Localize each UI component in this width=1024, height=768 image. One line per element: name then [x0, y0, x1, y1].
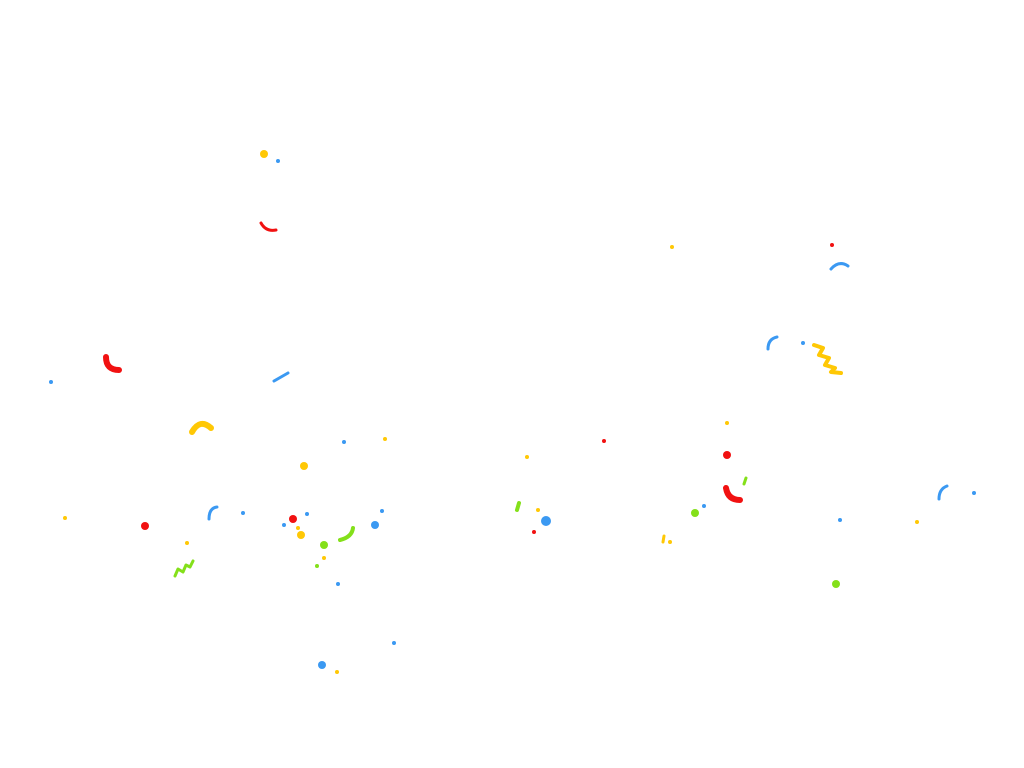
confetti-dot-25 [541, 516, 551, 526]
confetti-dot-14 [63, 516, 67, 520]
confetti-dot-23 [371, 521, 379, 529]
confetti-dot-27 [702, 504, 706, 508]
confetti-streamer-2 [829, 262, 850, 271]
confetti-dot-28 [691, 509, 699, 517]
confetti-dot-30 [915, 520, 919, 524]
confetti-dot-16 [241, 511, 245, 515]
confetti-dot-33 [320, 541, 328, 549]
confetti-dot-37 [668, 540, 672, 544]
confetti-streamer-9 [338, 526, 355, 542]
confetti-streamer-3 [766, 335, 779, 351]
confetti-dot-38 [832, 580, 840, 588]
confetti-dot-41 [335, 670, 339, 674]
confetti-dot-26 [532, 530, 536, 534]
confetti-streamer-5 [103, 354, 122, 373]
confetti-dot-12 [300, 462, 308, 470]
confetti-dot-40 [318, 661, 326, 669]
confetti-dot-20 [296, 526, 300, 530]
confetti-dot-35 [315, 564, 319, 568]
confetti-dot-17 [289, 515, 297, 523]
confetti-streamer-10 [173, 559, 195, 578]
confetti-dot-10 [725, 421, 729, 425]
confetti-streamer-14 [742, 476, 748, 486]
confetti-dot-29 [838, 518, 842, 522]
confetti-dot-21 [297, 531, 305, 539]
confetti-streamer-15 [937, 484, 949, 501]
confetti-dot-24 [536, 508, 540, 512]
confetti-streamer-7 [189, 420, 214, 435]
confetti-dot-3 [670, 245, 674, 249]
confetti-dot-36 [336, 582, 340, 586]
confetti-dot-32 [185, 541, 189, 545]
confetti-dot-15 [141, 522, 149, 530]
confetti-streamer-1 [259, 221, 278, 232]
confetti-dot-13 [723, 451, 731, 459]
confetti-streamer-12 [661, 534, 666, 544]
confetti-dot-22 [380, 509, 384, 513]
confetti-dot-34 [322, 556, 326, 560]
confetti-streamer-4 [812, 343, 843, 375]
confetti-dot-5 [49, 380, 53, 384]
confetti-dot-31 [972, 491, 976, 495]
confetti-dot-1 [260, 150, 268, 158]
confetti-dot-18 [305, 512, 309, 516]
confetti-dot-2 [276, 159, 280, 163]
confetti-dot-11 [525, 455, 529, 459]
confetti-streamer-13 [723, 485, 743, 503]
confetti-dot-7 [342, 440, 346, 444]
confetti-dot-39 [392, 641, 396, 645]
confetti-dot-19 [282, 523, 286, 527]
confetti-dot-9 [602, 439, 606, 443]
confetti-streamer-6 [272, 371, 290, 383]
confetti-streamer-8 [207, 505, 219, 521]
confetti-dot-4 [830, 243, 834, 247]
confetti-dot-8 [383, 437, 387, 441]
confetti-dot-6 [801, 341, 805, 345]
confetti-streamer-11 [515, 501, 521, 512]
